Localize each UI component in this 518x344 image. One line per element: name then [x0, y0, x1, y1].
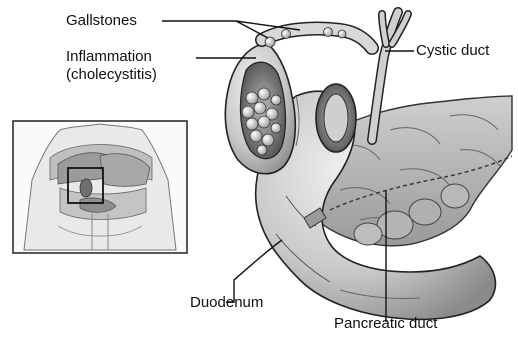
label-inflammation: Inflammation [66, 48, 152, 65]
label-duodenum: Duodenum [190, 294, 263, 311]
gallbladder [225, 44, 295, 174]
label-cystic-duct: Cystic duct [416, 42, 489, 59]
label-cholecystitis: (cholecystitis) [66, 66, 157, 83]
label-pancreatic-duct: Pancreatic duct [334, 315, 437, 332]
body-inset [13, 121, 187, 253]
label-gallstones: Gallstones [66, 12, 137, 29]
